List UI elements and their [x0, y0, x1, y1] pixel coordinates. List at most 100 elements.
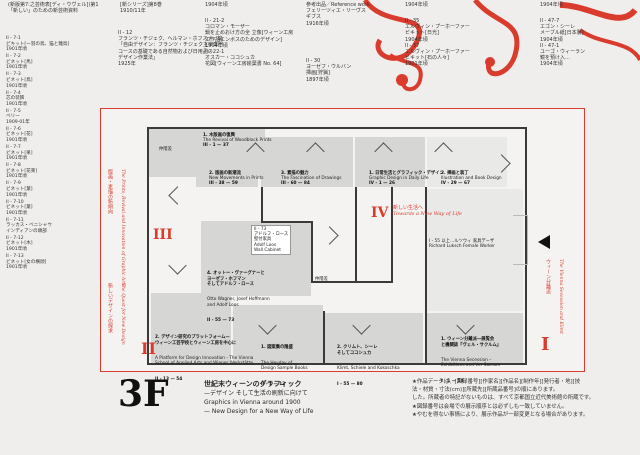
list-item-year: 1901年頃	[6, 265, 27, 271]
text-line: I - 55 以上…ルツウィ 家具デーザ	[429, 239, 495, 244]
text-line: II - 12	[118, 30, 133, 36]
top-col-d0: 参考出品／Reference work フェリーツィエ・リーヴス ギブス 191…	[306, 2, 370, 27]
title-ja: 世紀末ウィーンのグラフィック	[204, 380, 302, 388]
note-line: ★図録番号は会場での展示順序とは必ずしも一致していません。	[412, 403, 568, 410]
text-line: 1904年頃	[205, 2, 228, 8]
list-item-id: II - 7-13	[6, 254, 24, 260]
note-line: 法・材質・寸法(cm)][所蔵先][所蔵品番号]の順にあります。	[412, 387, 559, 394]
room-title: 1. 日常生活とグラフィック・デザイン	[369, 171, 444, 176]
room-title: 1. 木版画の復興	[203, 133, 235, 138]
list-item-year: 1901年頃	[6, 210, 27, 216]
room-i-1	[425, 313, 523, 363]
room-i-2	[325, 313, 423, 363]
top-col-b: II - 12 フランツ・チジェク、ヘルマン・ホフスナー編 「自由デザイン：フラ…	[118, 30, 223, 67]
room-title-en: The Fascination of Drawings	[281, 176, 342, 182]
top-col-e: II - 35 エルヴィン・プーホーファー ビキット[日光] 1904年頃 II…	[405, 18, 470, 68]
list-item-id: II - 7-11	[6, 217, 24, 223]
list-item-id: II - 7-3	[6, 72, 21, 78]
section-numeral-iv: IV	[371, 205, 389, 221]
room-title: 4. オットー・ヴァーグナーと ヨーゼフ・ホフマン そしてアドルフ・ロース	[207, 271, 265, 287]
section-title-ja: 新しいデザインの探求	[107, 283, 113, 333]
text-line: アドルフ・ロース	[254, 232, 289, 238]
list-item-title: ビネット[女の横顔]	[6, 259, 47, 265]
section-title-en: The Quest for New Design	[120, 283, 125, 345]
catalog-notes: ★作品データは、[図録番号][作家名][作品名][制作年][発行者・地][技 法…	[412, 378, 594, 419]
room-code: I - 1 — 54	[441, 379, 464, 385]
inner-wall-h	[323, 311, 325, 363]
top-col-d: II - 30 ヨーゼフ・ウルバン 挿画[狩猟] 1897年頃	[306, 58, 351, 83]
room-label: 2. デザイン研究のプラットフォーム— ウィーン工芸学校とウィーン工房を中心に …	[155, 325, 253, 393]
list-item-year: 1909-01年	[6, 119, 30, 125]
text-line: メーブル紙[日本製]	[540, 30, 584, 37]
outer-wall-left	[147, 127, 149, 365]
flow-arrow	[168, 256, 187, 275]
list-item-id: II - 7-4	[6, 90, 21, 96]
room-title: 2. クリムト、シーレ そしてココシュカ	[337, 345, 378, 356]
list-item-year: 1901年頃	[6, 247, 27, 253]
list-item-id: II - 7-8	[6, 163, 21, 169]
text-line: 1904年頃	[540, 36, 563, 43]
text-line: 1904年頃	[540, 2, 563, 8]
room-title-en: The Revival of Woodblock Prints	[203, 138, 272, 144]
list-item-title: ラッカス・ベニシャウ	[6, 223, 52, 229]
room-ii-1	[233, 305, 323, 363]
room-title: 2. 挿画と装丁	[441, 171, 469, 176]
work-block-label: II - 73 アドルフ・ロース 壁付家具 Adolf Loos Wall Ca…	[251, 225, 292, 256]
list-item-year: 1901年頃	[6, 101, 27, 107]
mid-wall-label: 仲階差	[159, 147, 172, 152]
room-title-en: New Movements in Prints	[209, 176, 264, 182]
section-numeral-ii: II	[141, 339, 156, 358]
inner-wall-g	[425, 187, 427, 363]
top-col-f: II - 47-7 エゴン・シーレ メーブル紙[日本製] 1904年頃 II -…	[540, 18, 585, 68]
text-line: 鏡を預け入…	[540, 55, 571, 62]
list-item-title: ピキット[一羽の鳥、猫と雛鳥]	[6, 41, 70, 47]
inner-wall-c	[355, 187, 357, 283]
text-line: 1925年	[118, 61, 136, 68]
list-item-year: インディアンの頭部	[6, 228, 47, 234]
room-title: 1. 図案集の隆盛	[261, 345, 293, 351]
list-item-id: II - 7-5	[6, 108, 21, 114]
text-line: II - 30	[306, 58, 321, 64]
entry-path-icon	[513, 215, 528, 265]
room-title: 2. 版画の新潮流	[209, 171, 241, 176]
list-item-year: 1901年頃	[6, 65, 27, 71]
list-item-year: 1901年頃	[6, 83, 27, 89]
subtitle-en: — New Design for a New Way of Life	[204, 408, 314, 415]
room-iii-2	[196, 137, 258, 187]
top-col-c0: 1904年頃	[205, 2, 228, 8]
decorative-swirl-mid	[473, 0, 520, 77]
room-label: 2. クリムト、シーレ そしてココシュカ Klimt, Schiele and …	[337, 335, 400, 397]
text-line: ビキット[日光]	[405, 30, 439, 37]
flow-arrow	[320, 226, 339, 245]
list-item-year: 1901年頃	[6, 174, 27, 180]
inner-wall-d	[311, 281, 391, 283]
inner-wall-a	[261, 187, 263, 221]
text-line: 「自由デザイン：フランツ・チジェク主宰専門	[118, 42, 224, 49]
text-line: Wall Cabinet	[254, 247, 281, 253]
text-line: Adolf Loos	[254, 242, 277, 248]
room-title-en: Klimt, Schiele and Kokoschka	[337, 366, 400, 372]
section-numeral-iii: III	[153, 227, 173, 243]
top-col-a: (新版第7:之芸術表[ディ・ウヴェル])第1 「新しい」のための新芸術資料	[8, 2, 99, 14]
text-line: II - 47-1	[540, 42, 560, 49]
room-label: 1. 図案集の隆盛 The Heyday of Design Sample Bo…	[261, 335, 308, 397]
text-line: II - 22-1	[205, 49, 225, 56]
list-item-title: ビネット[馬]	[6, 59, 33, 65]
list-item-title: ベリー	[6, 114, 20, 120]
room-code: II - 55 — 73	[207, 318, 235, 324]
inner-wall-b	[261, 221, 311, 223]
text-line: デザイン作業法」	[118, 54, 159, 61]
text-line: 挿画[狩猟]	[306, 70, 330, 77]
outer-wall-top	[147, 127, 527, 129]
text-line: 1904年頃	[405, 2, 428, 8]
top-col-f0: 1904年頃	[540, 2, 563, 8]
room-code: II - 13 — 54	[155, 377, 183, 383]
subtitle-ja: —デザイン そして生活の刷新に向けて	[204, 390, 308, 397]
list-item-title: ビネット[花束]	[6, 168, 38, 174]
room-title-en: Graphic Design in Daily Life	[369, 176, 429, 182]
list-item-id: II - 7-6	[6, 126, 21, 132]
